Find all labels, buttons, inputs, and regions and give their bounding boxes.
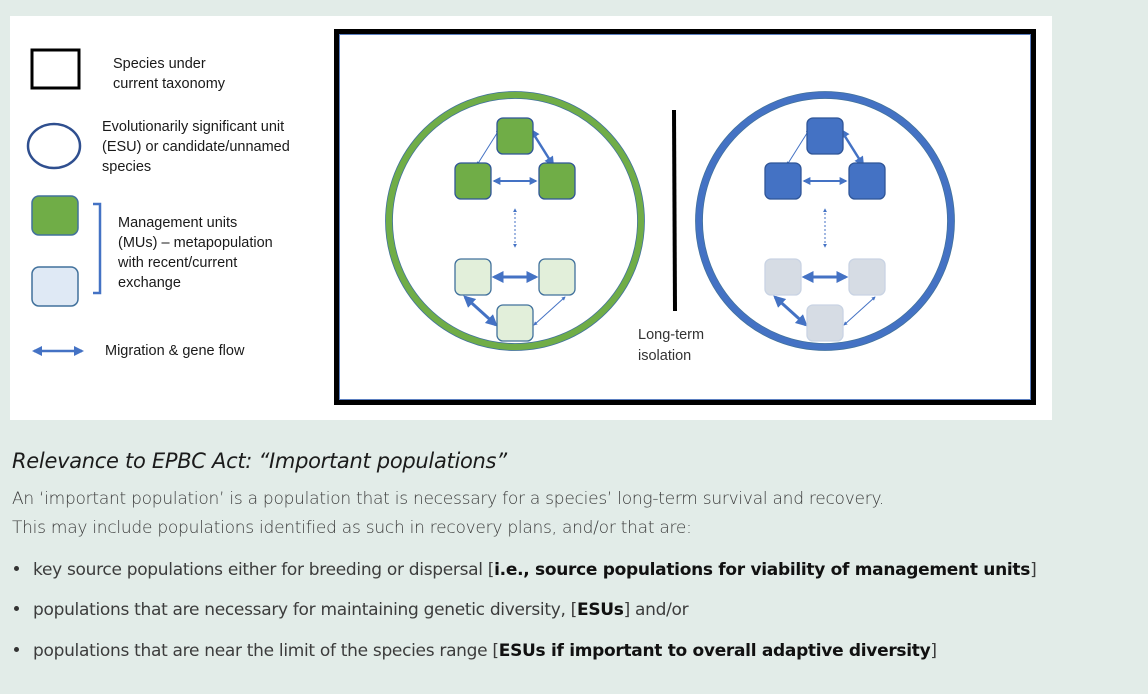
gene-flow-arrow [463,295,498,327]
gene-flow-arrow [839,128,865,167]
mu-dark-legend-icon [31,195,79,236]
management-unit-node [496,304,534,342]
bullet-item: populations that are near the limit of t… [14,641,937,661]
left-esu [385,91,645,351]
management-unit-node [806,304,844,342]
gene-flow-arrow [786,129,810,166]
esu-legend-label: Evolutionarily significant unit(ESU) or … [102,119,290,175]
gene-flow-arrow [476,129,500,166]
gene-flow-arrow [843,296,876,326]
paragraph-1: An ‘important population’ is a populatio… [12,489,885,509]
gene-flow-arrow [533,296,566,326]
paragraph-2: This may include populations identified … [12,518,692,538]
bullet-item: populations that are necessary for maint… [14,600,689,620]
isolation-line [672,109,677,312]
esu-ring [695,91,955,351]
management-unit-node [764,162,802,200]
bullet-dot [14,605,19,611]
esu-ring [385,91,645,351]
esu-legend-icon [26,122,82,170]
management-unit-node [538,162,576,200]
management-unit-node [496,117,534,155]
gene-flow-arrow [529,128,555,167]
management-unit-node [764,258,802,296]
bullet-item: key source populations either for breedi… [14,560,1037,580]
right-esu [695,91,955,351]
gene-flow-arrow [773,295,808,327]
species-legend-icon [30,48,81,90]
species-frame [334,29,1036,405]
management-unit-node [454,258,492,296]
management-unit-node [848,162,886,200]
mu-light-legend-icon [31,266,79,307]
bullet-dot [14,646,19,652]
diagram-canvas [26,29,1036,405]
mu-bracket-icon [93,202,102,295]
management-unit-node [848,258,886,296]
management-unit-node [454,162,492,200]
management-unit-node [538,258,576,296]
bullet-dot [14,565,19,571]
migration-legend-label: Migration & gene flow [105,343,245,359]
section-heading: Relevance to EPBC Act: “Important popula… [12,449,507,473]
management-unit-node [806,117,844,155]
